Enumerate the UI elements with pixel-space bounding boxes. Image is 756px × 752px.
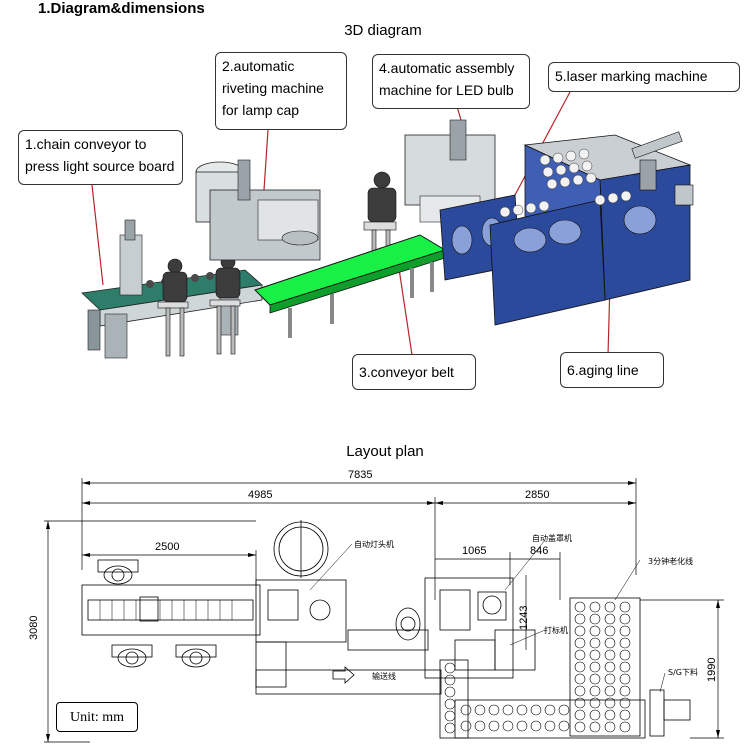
- label-lamp-cap-machine: 自动灯头机: [354, 540, 394, 549]
- callout-chain-conveyor: 1.chain conveyor to press light source b…: [18, 130, 183, 185]
- dim-height-mid: 1243: [518, 605, 530, 630]
- dim-height-right: 1990: [706, 657, 718, 682]
- layout-plan-title: Layout plan: [346, 443, 424, 460]
- callout-laser-marking: 5.laser marking machine: [548, 62, 740, 92]
- dim-total-width: 7835: [348, 469, 373, 481]
- dim-mid-a: 1065: [462, 545, 487, 557]
- dim-right-width: 2850: [525, 489, 550, 501]
- section-heading: 1.Diagram&dimensions: [38, 0, 205, 17]
- callout-conveyor-belt: 3.conveyor belt: [352, 354, 476, 390]
- dim-left-width: 4985: [248, 489, 273, 501]
- callout-assembly-machine: 4.automatic assembly machine for LED bul…: [372, 54, 530, 109]
- dim-mid-b: 846: [530, 545, 549, 557]
- label-marking-machine: 打标机: [544, 626, 568, 635]
- riveting-machine: [195, 159, 321, 261]
- callout-riveting-machine: 2.automatic riveting machine for lamp ca…: [215, 52, 347, 130]
- label-aging-line: 3分钟老化线: [648, 557, 694, 566]
- label-unload: S/G下料: [668, 668, 698, 677]
- dim-height-total: 3080: [28, 615, 40, 640]
- dim-chain-length: 2500: [155, 541, 180, 553]
- unit-label-box: Unit: mm: [56, 702, 138, 732]
- diagram-3d-title: 3D diagram: [344, 22, 422, 39]
- label-cover-machine: 自动盖罩机: [532, 534, 572, 543]
- aging-line-cabinet: [489, 131, 694, 326]
- label-conveyor-line: 输送线: [372, 672, 396, 681]
- callout-aging-line: 6.aging line: [560, 352, 664, 388]
